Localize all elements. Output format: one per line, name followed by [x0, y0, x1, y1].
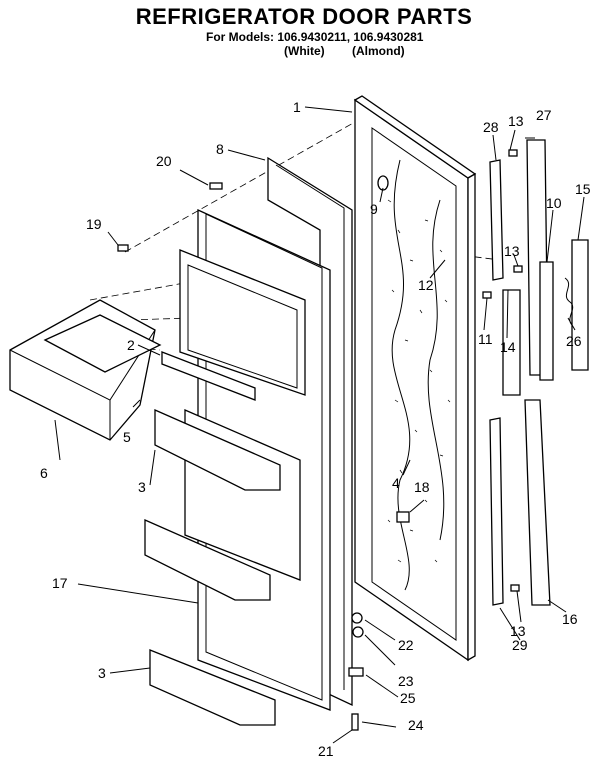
callout-10: 10	[546, 195, 562, 211]
callout-24: 24	[408, 717, 424, 733]
callout-25: 25	[400, 690, 416, 706]
callout-11: 11	[478, 331, 493, 347]
callout-1: 1	[293, 99, 301, 115]
callout-12: 12	[418, 277, 434, 293]
callout-21: 21	[318, 743, 334, 759]
callout-8: 8	[216, 141, 224, 157]
variant-almond-label: (Almond)	[352, 44, 405, 58]
callout-17: 17	[52, 575, 68, 591]
callout-14: 14	[500, 339, 516, 355]
variant-white-label: (White)	[284, 44, 325, 58]
callout-13-top: 13	[508, 113, 524, 129]
callout-27: 27	[536, 107, 552, 123]
door-bin-lower	[149, 649, 276, 726]
callout-19: 19	[86, 216, 102, 232]
trim-strip-lower	[489, 417, 504, 606]
handle-cover-lower	[524, 399, 551, 606]
callout-29: 29	[512, 637, 528, 653]
outer-door-panel	[353, 95, 477, 662]
callout-13-bottom: 13	[510, 623, 526, 639]
door-bin-middle	[144, 519, 271, 601]
callout-16: 16	[562, 611, 578, 627]
callout-4: 4	[392, 475, 400, 491]
callout-23: 23	[398, 673, 414, 689]
models-line: For Models: 106.9430211, 106.9430281	[206, 30, 424, 44]
callout-28: 28	[483, 119, 499, 135]
door-bin-upper	[154, 409, 281, 491]
page-title: REFRIGERATOR DOOR PARTS	[135, 4, 473, 29]
foam-texture	[387, 199, 451, 563]
handle-bracket-10	[539, 261, 554, 381]
hardware	[117, 149, 523, 731]
callout-3-upper: 3	[138, 479, 146, 495]
callout-6: 6	[40, 465, 48, 481]
callout-labels: 1 2 3 3 4 5 6 8 9 10 11 12 13 13 13 14 1…	[40, 99, 591, 759]
callout-15: 15	[575, 181, 591, 197]
callout-9: 9	[370, 201, 378, 217]
callout-3-lower: 3	[98, 665, 106, 681]
dairy-shelf	[161, 351, 256, 401]
trim-strip-upper	[489, 159, 504, 281]
callout-leaders	[54, 106, 585, 744]
dairy-cover	[43, 314, 162, 373]
dairy-door	[9, 299, 156, 441]
callout-2: 2	[127, 337, 135, 353]
callout-5: 5	[123, 429, 131, 445]
handle-spring-26	[564, 277, 574, 326]
callout-18: 18	[414, 479, 430, 495]
callout-22: 22	[398, 637, 414, 653]
handle-15	[571, 239, 589, 371]
callout-26: 26	[566, 333, 582, 349]
callout-13-mid: 13	[504, 243, 520, 259]
callout-20: 20	[156, 153, 172, 169]
